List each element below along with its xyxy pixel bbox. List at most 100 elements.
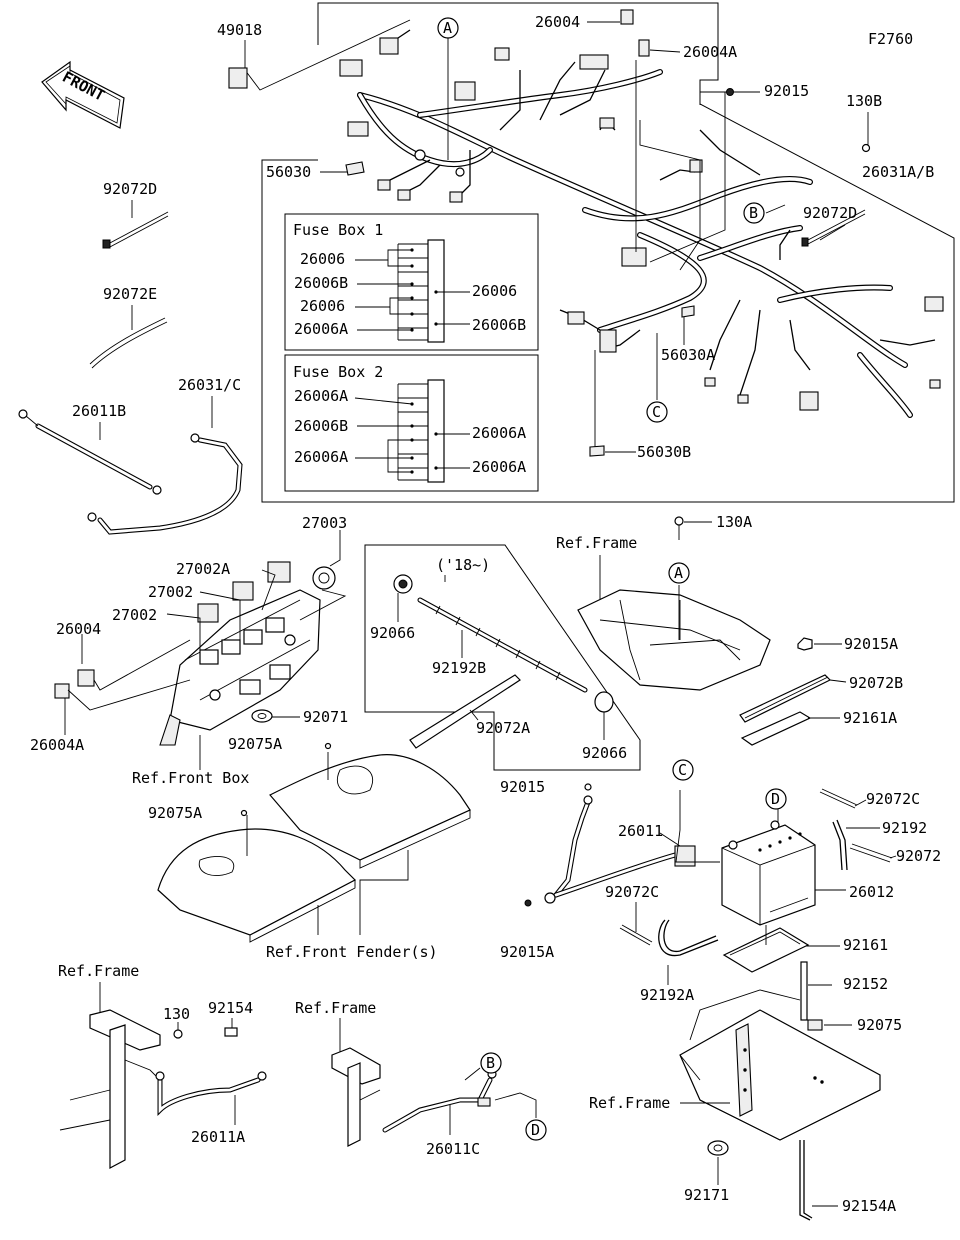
label-92066-a: 92066: [370, 624, 415, 642]
fb2-right-label-2: 26006A: [472, 458, 526, 476]
label-92072c-right: 92072C: [866, 790, 920, 808]
front-fender-left: [157, 752, 357, 943]
label-27002a: 27002A: [176, 560, 230, 578]
ref-frame-top: Ref.Frame: [556, 534, 637, 552]
label-92161a: 92161A: [843, 709, 897, 727]
label-26004: 26004: [56, 620, 101, 638]
bolt-92152: [800, 961, 832, 1021]
fuse-box-2-title: Fuse Box 2: [293, 363, 383, 381]
battery-26012: [721, 808, 846, 926]
label-92072c-left: 92072C: [605, 883, 659, 901]
year-group-frame: [364, 544, 641, 771]
svg-text:C: C: [652, 403, 661, 421]
svg-text:D: D: [771, 790, 780, 808]
label-27002-a: 27002: [148, 583, 193, 601]
fuse-box-2: Fuse Box 2 26006A 26006B 26006A 26006A 2…: [284, 354, 539, 492]
front-arrow-icon: FRONT: [41, 60, 125, 129]
fb2-right-label-1: 26006A: [472, 424, 526, 442]
svg-text:B: B: [486, 1054, 495, 1072]
label-92075: 92075: [857, 1016, 902, 1034]
label-92192: 92192: [882, 819, 927, 837]
vent-tube-92192a: [658, 919, 719, 985]
pad-92161a: [740, 711, 840, 746]
fb2-left-label-2: 26006B: [294, 417, 348, 435]
ref-frame-bm: Ref.Frame: [295, 999, 376, 1017]
label-26004a-top: 26004A: [683, 43, 737, 61]
relay-27002-b: [166, 603, 219, 650]
label-92072e: 92072E: [103, 285, 157, 303]
callout-c-top: C: [646, 401, 668, 423]
label-92075a-a: 92075A: [228, 735, 282, 753]
ref-frame-bl: Ref.Frame: [58, 962, 139, 980]
nut-92171: [707, 1140, 729, 1185]
connector-26004a: [54, 679, 191, 735]
front-fender-right: [269, 754, 471, 869]
fb1-left-label-1: 26006: [300, 250, 345, 268]
fuse-box-1-leaders: [355, 249, 470, 331]
callout-c-battery: C: [672, 759, 694, 781]
label-92072: 92072: [896, 847, 941, 865]
label-92171: 92171: [684, 1186, 729, 1204]
label-92152: 92152: [843, 975, 888, 993]
label-130: 130: [163, 1005, 190, 1023]
label-26004a: 26004A: [30, 736, 84, 754]
label-27002-b: 27002: [112, 606, 157, 624]
main-wire-harness: [339, 29, 944, 418]
label-92154a: 92154A: [842, 1197, 896, 1215]
label-26031c: 26031/C: [178, 376, 241, 394]
clip-92075: [807, 1019, 852, 1031]
cable-tie-92072: [849, 843, 897, 863]
label-92072d-left: 92072D: [103, 180, 157, 198]
svg-text:C: C: [678, 761, 687, 779]
frame-bottom-mid: [331, 1047, 381, 1147]
battery-lead-26011: [524, 783, 720, 907]
fb1-right-label-2: 26006B: [472, 316, 526, 334]
label-92192a: 92192A: [640, 986, 694, 1004]
vent-tube-92192: [832, 819, 880, 871]
fuse-box-1: Fuse Box 1 26006 26006B 26006 26006A 260…: [284, 213, 539, 351]
label-92015-mid: 92015: [500, 778, 545, 796]
fuse-box-2-leaders: [354, 397, 470, 473]
bolt-92154a: [799, 1140, 838, 1221]
label-26012: 26012: [849, 883, 894, 901]
label-26011b: 26011B: [72, 402, 126, 420]
fb1-left-label-4: 26006A: [294, 320, 348, 338]
fb1-left-label-3: 26006: [300, 297, 345, 315]
label-92066-b: 92066: [582, 744, 627, 762]
year-note: ('18~): [436, 556, 490, 574]
top-small-parts: [228, 9, 871, 457]
relay-27002a: [261, 561, 291, 611]
label-27003: 27003: [302, 514, 347, 532]
svg-text:B: B: [749, 204, 758, 222]
battery-strap-92072b: [739, 674, 847, 723]
label-56030b: 56030B: [637, 443, 691, 461]
label-92075a-b: 92075A: [148, 804, 202, 822]
callout-b-bottom: B: [480, 1052, 502, 1074]
label-92072a: 92072A: [476, 719, 530, 737]
label-92072d-right: 92072D: [803, 204, 857, 222]
grommet-92066-a: [393, 574, 413, 622]
front-frame-section: [577, 516, 771, 691]
tube-92192b: [417, 597, 588, 693]
fb1-right-label-1: 26006: [472, 282, 517, 300]
label-49018: 49018: [217, 21, 262, 39]
svg-text:A: A: [674, 564, 683, 582]
label-26011a: 26011A: [191, 1128, 245, 1146]
svg-text:D: D: [531, 1121, 540, 1139]
label-26031ab: 26031A/B: [862, 163, 934, 181]
label-26004-top: 26004: [535, 13, 580, 31]
ground-lead-26011c: [382, 1067, 537, 1135]
frame-bottom-left: [59, 1009, 183, 1169]
callout-d-battery: D: [765, 788, 787, 810]
label-92192b: 92192B: [432, 659, 486, 677]
ground-lead-26011a: [155, 1018, 267, 1125]
fb2-left-label-1: 26006A: [294, 387, 348, 405]
ref-frame-br: Ref.Frame: [589, 1094, 670, 1112]
grommet-92071: [251, 709, 300, 723]
label-92154: 92154: [208, 999, 253, 1017]
nut-92015a-top: [797, 637, 842, 651]
label-92015-top: 92015: [764, 82, 809, 100]
connector-26004: [77, 634, 191, 691]
callout-d-bottom: D: [525, 1119, 547, 1141]
label-26011c: 26011C: [426, 1140, 480, 1158]
